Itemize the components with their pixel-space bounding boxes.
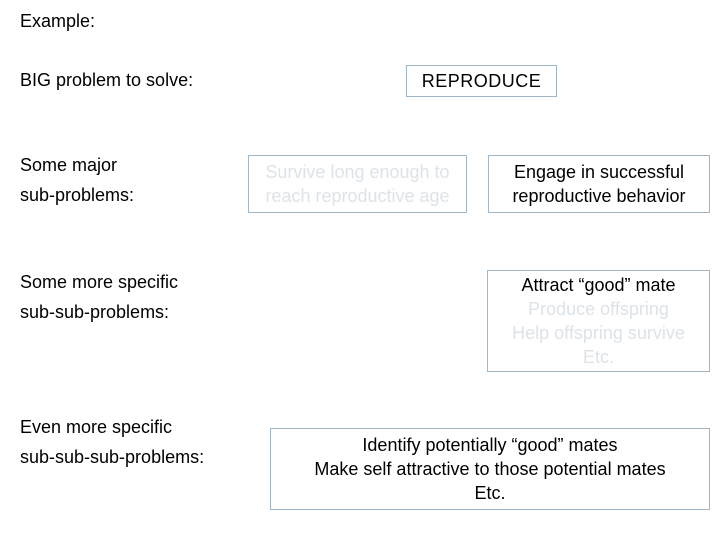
box-attract-line-1: Attract “good” mate xyxy=(521,275,676,295)
box-identify-line-2: Make self attractive to those potential … xyxy=(314,459,666,479)
box-engage-line-1: Engage in successful xyxy=(513,162,685,182)
box-attract-line-4: Etc. xyxy=(582,347,614,367)
box-identify-line-1: Identify potentially “good” mates xyxy=(362,435,618,455)
label-specific-line-1: Some more specific xyxy=(20,272,179,292)
box-reproduce: REPRODUCE xyxy=(406,65,557,97)
box-identify: Identify potentially “good” mates Make s… xyxy=(270,428,710,510)
box-attract-line-3: Help offspring survive xyxy=(512,323,685,343)
box-engage-line-2: reproductive behavior xyxy=(512,186,686,206)
box-identify-line-3: Etc. xyxy=(474,483,506,503)
heading-example: Example: xyxy=(20,11,96,31)
label-more-specific-line-1: Even more specific xyxy=(20,417,173,437)
label-major-line-1: Some major xyxy=(20,155,118,175)
box-attract-line-2: Produce offspring xyxy=(528,299,669,319)
box-survive-line-2: reach reproductive age xyxy=(265,186,450,206)
box-engage: Engage in successful reproductive behavi… xyxy=(488,155,710,213)
label-major-line-2: sub-problems: xyxy=(20,185,135,205)
label-specific-line-2: sub-sub-problems: xyxy=(20,302,170,322)
box-survive-line-1: Survive long enough to xyxy=(265,162,450,182)
box-survive: Survive long enough to reach reproductiv… xyxy=(248,155,467,213)
box-attract: Attract “good” mate Produce offspring He… xyxy=(487,270,710,372)
label-major-subproblems: Some major sub-problems: xyxy=(20,150,134,210)
label-more-specific-subproblems: Even more specific sub-sub-sub-problems: xyxy=(20,412,204,472)
label-big-problem: BIG problem to solve: xyxy=(20,70,194,90)
label-specific-subproblems: Some more specific sub-sub-problems: xyxy=(20,267,178,327)
box-reproduce-text: REPRODUCE xyxy=(421,71,542,91)
label-more-specific-line-2: sub-sub-sub-problems: xyxy=(20,447,205,467)
